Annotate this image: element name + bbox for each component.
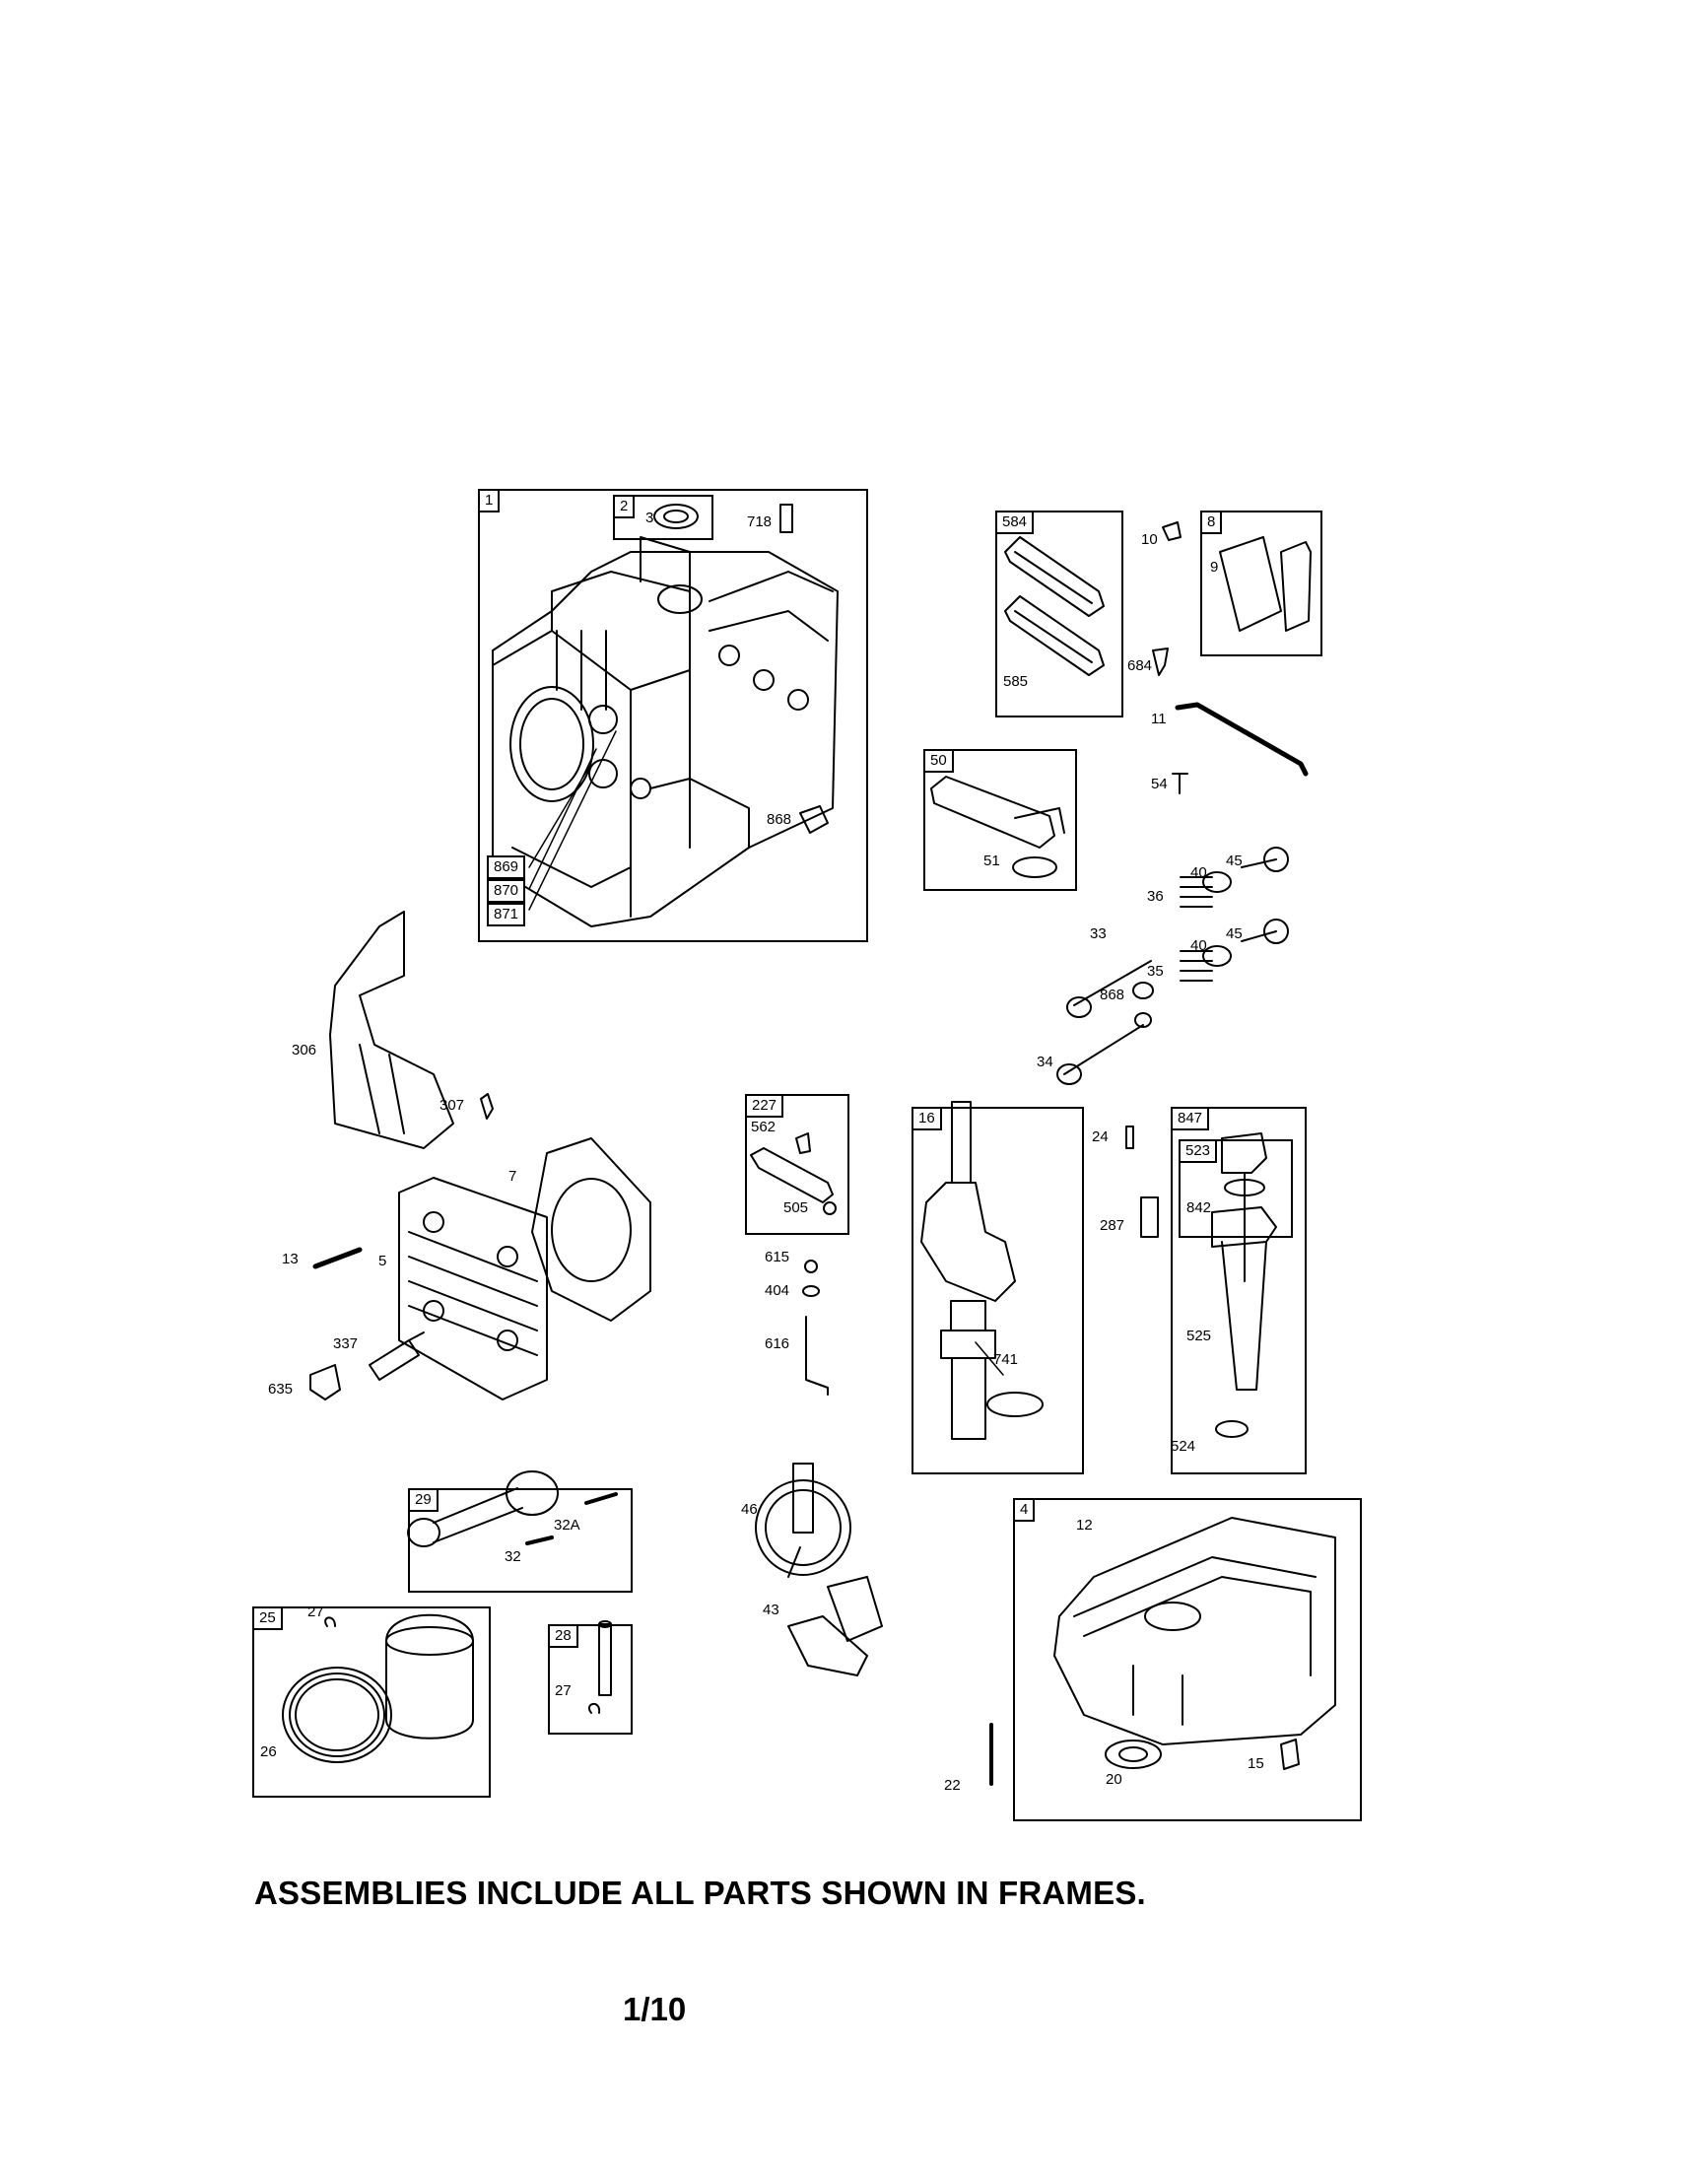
part-label-27-pin: 27: [555, 1682, 572, 1699]
part-label-718: 718: [747, 513, 773, 530]
part-label-10: 10: [1141, 531, 1158, 548]
part-label-43: 43: [763, 1602, 779, 1618]
part-label-15: 15: [1248, 1755, 1264, 1772]
frame-1: 1: [478, 489, 868, 942]
frame-584-id: 584: [995, 511, 1035, 534]
part-label-868-valve: 868: [1100, 987, 1125, 1003]
part-label-45-lower: 45: [1226, 925, 1243, 942]
part-label-34: 34: [1037, 1054, 1053, 1070]
part-label-5: 5: [378, 1253, 387, 1269]
frame-28-id: 28: [548, 1624, 578, 1648]
part-label-35: 35: [1147, 963, 1164, 980]
part-label-32A: 32A: [554, 1517, 580, 1534]
part-label-45-upper: 45: [1226, 853, 1243, 869]
part-label-22: 22: [944, 1777, 961, 1794]
frame-227: 227: [745, 1094, 849, 1235]
part-label-404: 404: [765, 1282, 790, 1299]
part-label-12: 12: [1076, 1517, 1093, 1534]
seal-drawing: [653, 504, 699, 529]
part-label-525: 525: [1186, 1328, 1212, 1344]
frame-584: 584: [995, 511, 1123, 717]
part-label-3: 3: [645, 510, 654, 526]
frame-29-id: 29: [408, 1488, 439, 1512]
part-label-40-upper: 40: [1190, 864, 1207, 881]
frame-28: 28: [548, 1624, 633, 1735]
frame-227-id: 227: [745, 1094, 784, 1118]
part-label-40-lower: 40: [1190, 937, 1207, 954]
frame-2: 2: [613, 495, 713, 540]
frame-4: 4: [1013, 1498, 1362, 1821]
part-label-287: 287: [1100, 1217, 1125, 1234]
frame-523: 523: [1179, 1139, 1293, 1238]
frame-4-id: 4: [1013, 1498, 1036, 1522]
part-label-616: 616: [765, 1335, 790, 1352]
frame-847-id: 847: [1171, 1107, 1210, 1130]
part-label-26: 26: [260, 1743, 277, 1760]
part-label-869: 869: [487, 855, 526, 879]
part-label-36: 36: [1147, 888, 1164, 905]
frame-523-id: 523: [1179, 1139, 1218, 1163]
frame-1-id: 1: [478, 489, 501, 512]
engine-block-drawing: [492, 536, 839, 927]
part-label-32: 32: [505, 1548, 521, 1565]
part-label-524: 524: [1171, 1438, 1196, 1455]
frame-16: 16: [912, 1107, 1084, 1474]
frame-847: 847: [1171, 1107, 1307, 1474]
frame-50: 50: [923, 749, 1077, 891]
part-label-635: 635: [268, 1381, 294, 1398]
part-label-871: 871: [487, 903, 526, 926]
assemblies-note: ASSEMBLIES INCLUDE ALL PARTS SHOWN IN FR…: [254, 1875, 1146, 1911]
part-label-615: 615: [765, 1249, 790, 1265]
frame-8-id: 8: [1200, 511, 1223, 534]
frame-25: 25: [252, 1606, 491, 1798]
part-label-307: 307: [439, 1097, 465, 1114]
part-label-337: 337: [333, 1335, 359, 1352]
part-label-585: 585: [1003, 673, 1029, 690]
frame-50-id: 50: [923, 749, 954, 773]
part-label-7: 7: [508, 1168, 517, 1185]
part-label-27-piston: 27: [307, 1604, 324, 1620]
part-label-20: 20: [1106, 1771, 1122, 1788]
part-label-46: 46: [741, 1501, 758, 1518]
part-label-306: 306: [292, 1042, 317, 1058]
part-label-13: 13: [282, 1251, 299, 1267]
part-label-505: 505: [783, 1199, 809, 1216]
part-label-9: 9: [1210, 559, 1219, 576]
part-label-842: 842: [1186, 1199, 1212, 1216]
frame-29: 29: [408, 1488, 633, 1593]
frame-25-id: 25: [252, 1606, 283, 1630]
page-number: 1/10: [623, 1991, 687, 2027]
part-label-868-block: 868: [767, 811, 792, 828]
part-label-54: 54: [1151, 776, 1168, 792]
part-label-741: 741: [993, 1351, 1019, 1368]
part-label-684: 684: [1127, 657, 1153, 674]
part-label-562: 562: [751, 1119, 777, 1135]
part-label-11: 11: [1151, 711, 1167, 727]
part-label-33: 33: [1090, 925, 1107, 942]
frame-2-id: 2: [613, 495, 636, 518]
frame-8: 8: [1200, 511, 1322, 656]
part-label-870: 870: [487, 879, 526, 903]
frame-16-id: 16: [912, 1107, 942, 1130]
part-label-24: 24: [1092, 1128, 1109, 1145]
part-label-51: 51: [983, 853, 1000, 869]
